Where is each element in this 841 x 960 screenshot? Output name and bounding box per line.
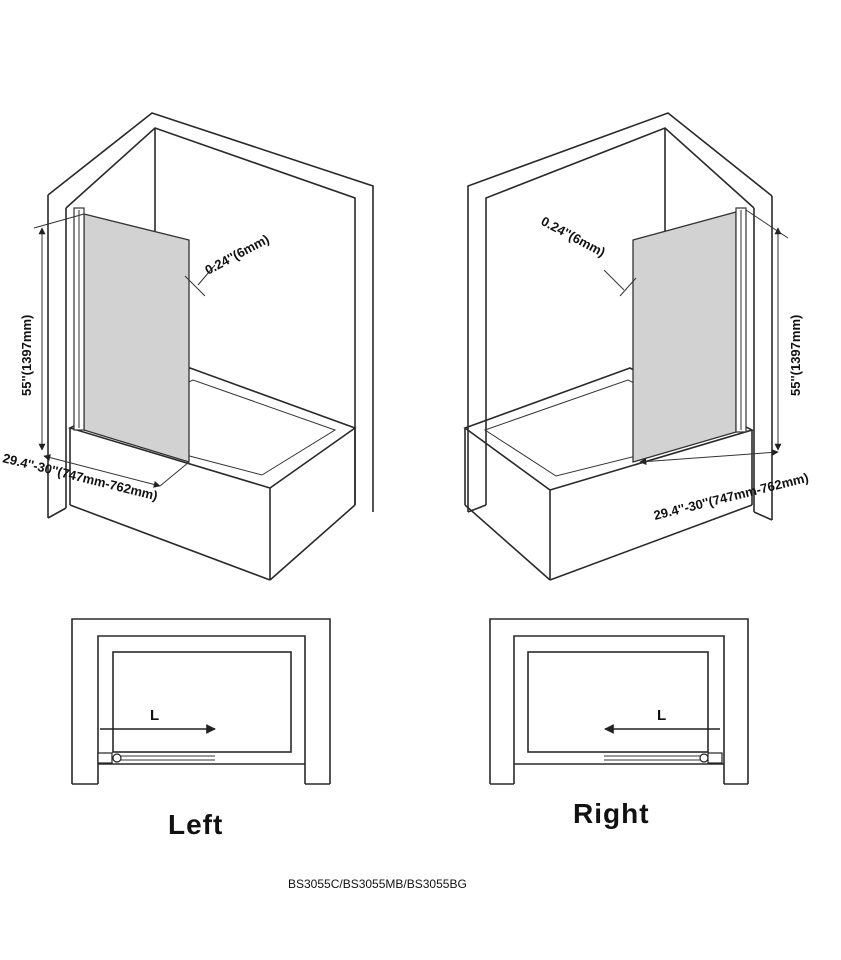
right-arrow-label: L [657,707,666,724]
right-glass-panel [632,211,737,463]
right-thickness-label: 0.24''(6mm) [539,213,608,259]
right-isometric-view [463,112,789,581]
model-numbers: BS3055C/BS3055MB/BS3055BG [288,877,467,891]
right-width-label: 29.4''-30''(747mm-762mm) [652,470,810,523]
right-height-label: 55''(1397mm) [788,315,803,396]
right-caption: Right [573,798,650,829]
left-arrow-label: L [150,707,159,724]
left-width-label: 29.4''-30''(747mm-762mm) [1,450,159,503]
left-thickness-label: 0.24''(6mm) [202,231,271,277]
left-plan-view [71,618,331,785]
left-glass-panel [83,213,190,463]
left-height-label: 55''(1397mm) [19,315,34,396]
left-caption: Left [168,809,223,840]
left-isometric-view [33,112,374,581]
right-plan-view [489,618,749,785]
